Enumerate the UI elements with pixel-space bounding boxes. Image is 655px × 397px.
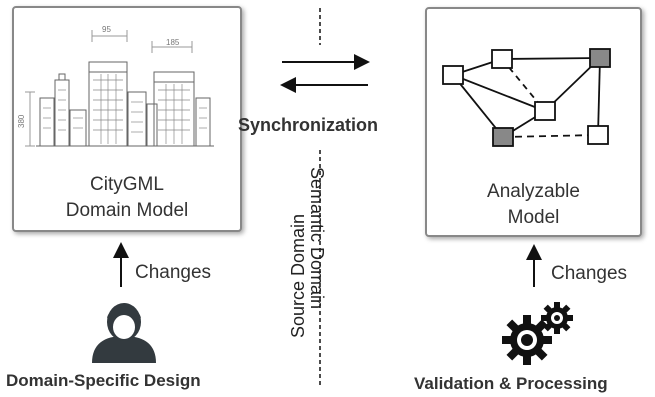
graph-edge — [452, 74, 504, 138]
graph-node-dark — [492, 127, 514, 147]
changes-label-left: Changes — [135, 262, 212, 283]
graph-edge — [597, 57, 601, 136]
domain-specific-design-caption: Domain-Specific Design — [6, 371, 201, 390]
dimension-label-185: 185 — [166, 38, 180, 47]
synchronization-label: Synchronization — [238, 115, 379, 135]
left-box-label-line2: Domain Model — [65, 200, 189, 221]
semantic-domain-label: Semantic Domain — [307, 167, 327, 310]
user-icon — [92, 303, 156, 363]
graph-edge-dashed — [502, 134, 599, 138]
gears-icon — [502, 302, 573, 365]
validation-processing-caption: Validation & Processing — [414, 374, 608, 393]
graph-edge — [452, 74, 546, 112]
citygml-domain-model-label: CityGML Domain Model — [14, 172, 240, 224]
graph-nodes — [442, 48, 611, 147]
city-skyline-icon: 95 185 380 — [17, 25, 214, 147]
right-box-label-line1: Analyzable — [487, 181, 580, 202]
analyzable-model-box: Analyzable Model — [425, 7, 642, 237]
changes-label-right: Changes — [551, 263, 628, 284]
graph-node — [534, 101, 556, 121]
graph-node — [442, 65, 464, 85]
analyzable-model-label: Analyzable Model — [427, 179, 640, 231]
analyzable-graph — [452, 57, 601, 138]
left-box-label-line1: CityGML — [90, 174, 164, 195]
right-box-label-line2: Model — [507, 207, 560, 228]
graph-node — [491, 49, 513, 69]
dimension-label-380: 380 — [17, 114, 26, 128]
graph-node-dark — [589, 48, 611, 68]
graph-edge — [501, 57, 601, 60]
graph-node — [587, 125, 609, 145]
dimension-label-95: 95 — [102, 25, 111, 34]
citygml-domain-model-box: CityGML Domain Model — [12, 6, 242, 232]
